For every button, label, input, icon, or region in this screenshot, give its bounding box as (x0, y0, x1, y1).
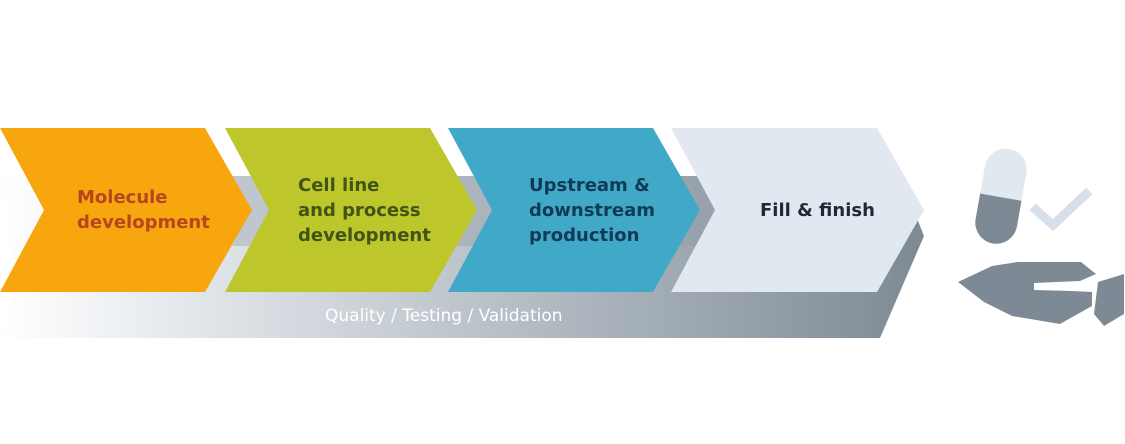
step-3-label: Upstream & downstream production (529, 175, 655, 246)
step-4-label: Fill & finish (760, 200, 875, 221)
step-4-chevron (671, 128, 924, 292)
step-2-chevron (225, 128, 477, 292)
step-1-chevron (0, 128, 252, 292)
capsule-in-hand-icon (958, 148, 1124, 326)
step-2-label: Cell line and process development (298, 175, 431, 246)
step-1-label: Molecule development (77, 187, 210, 233)
checkmark-icon (1029, 187, 1093, 232)
step-3-chevron (448, 128, 700, 292)
open-hand-icon (958, 262, 1124, 326)
capsule-icon (975, 148, 1027, 244)
quality-testing-validation-label: Quality / Testing / Validation (325, 306, 563, 326)
